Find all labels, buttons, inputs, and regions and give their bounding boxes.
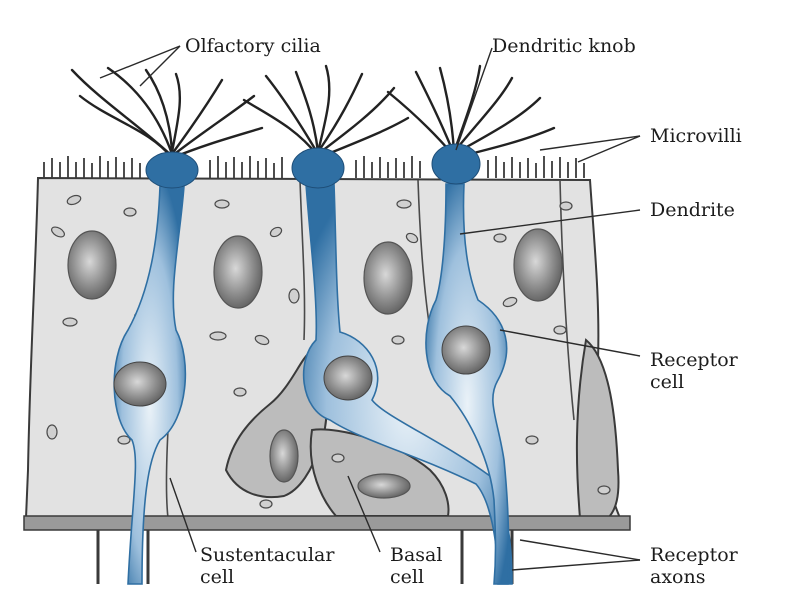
olfactory-cilia: [72, 66, 554, 158]
label-sustentacular-cell: Sustentacular cell: [200, 544, 334, 588]
label-sustentacular-cell-line1: Sustentacular: [200, 544, 334, 566]
label-receptor-axons-line1: Receptor: [650, 544, 738, 566]
label-dendritic-knob: Dendritic knob: [492, 35, 636, 57]
label-receptor-axons: Receptor axons: [650, 544, 738, 588]
label-receptor-cell: Receptor cell: [650, 349, 738, 393]
label-sustentacular-cell-line2: cell: [200, 566, 334, 588]
label-receptor-axons-line2: axons: [650, 566, 738, 588]
label-microvilli: Microvilli: [650, 125, 742, 147]
label-basal-cell: Basal cell: [390, 544, 442, 588]
label-basal-cell-line1: Basal: [390, 544, 442, 566]
label-olfactory-cilia: Olfactory cilia: [185, 35, 321, 57]
label-dendrite: Dendrite: [650, 199, 735, 221]
label-basal-cell-line2: cell: [390, 566, 442, 588]
label-receptor-cell-line1: Receptor: [650, 349, 738, 371]
label-receptor-cell-line2: cell: [650, 371, 738, 393]
